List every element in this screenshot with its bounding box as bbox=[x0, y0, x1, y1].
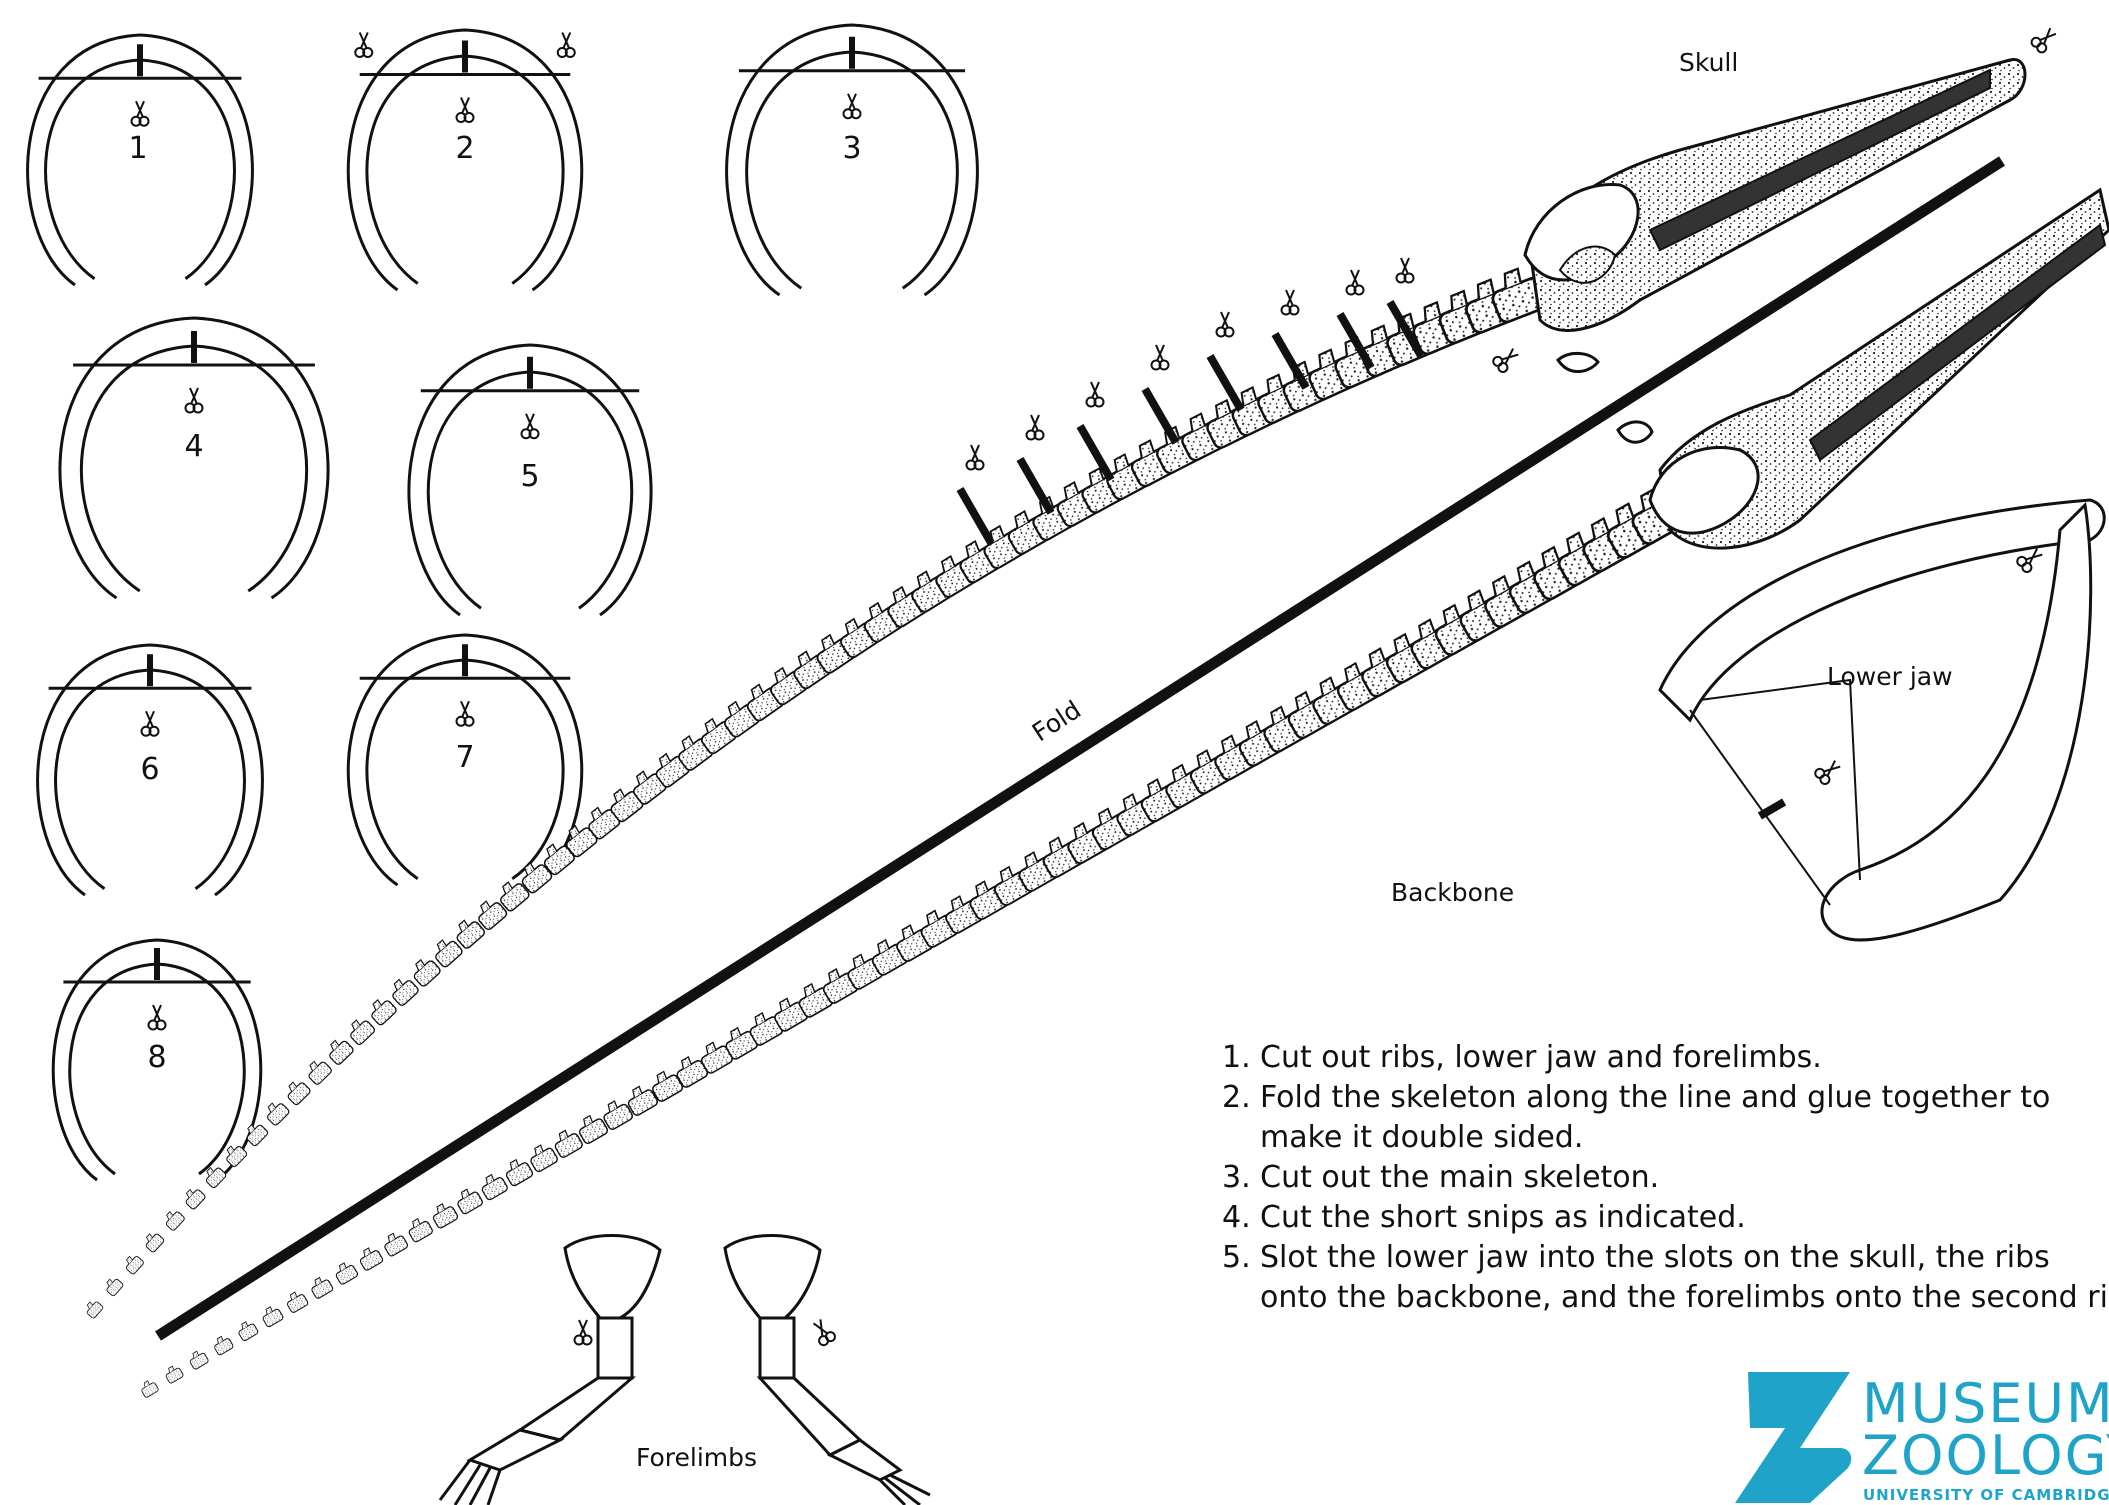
vertebra bbox=[142, 1230, 165, 1253]
label-skull: Skull bbox=[1679, 48, 1738, 77]
instruction-number: 5. bbox=[1222, 1238, 1251, 1278]
rib-number-5: 5 bbox=[520, 459, 539, 494]
vertebra bbox=[262, 1098, 290, 1126]
instruction-item: 3. Cut out the main skeleton. bbox=[1222, 1158, 2109, 1198]
instruction-number: 3. bbox=[1222, 1160, 1251, 1195]
vertebra bbox=[381, 1230, 409, 1257]
label-lower-jaw: Lower jaw bbox=[1827, 662, 1953, 691]
scissors-icon bbox=[142, 711, 159, 736]
instruction-item: 1. Cut out ribs, lower jaw and forelimbs. bbox=[1222, 1038, 2109, 1078]
vertebra bbox=[526, 1141, 559, 1173]
scissors-icon bbox=[186, 388, 203, 413]
scissors-icon bbox=[1087, 382, 1104, 407]
logo-line-3: UNIVERSITY OF CAMBRIDGE bbox=[1863, 1486, 2109, 1504]
snip-mark bbox=[1142, 387, 1180, 445]
vertebra bbox=[453, 1185, 483, 1214]
rib-number-6: 6 bbox=[140, 752, 159, 787]
instruction-item: 5. Slot the lower jaw into the slots on t… bbox=[1222, 1238, 2109, 1278]
instruction-item: 4. Cut the short snips as indicated. bbox=[1222, 1198, 2109, 1238]
instruction-number: 1. bbox=[1222, 1038, 1251, 1078]
museum-logo: MUSEUM OF ZOOLOGY UNIVERSITY OF CAMBRIDG… bbox=[1730, 1368, 2109, 1505]
instruction-text: Cut out ribs, lower jaw and forelimbs. bbox=[1260, 1040, 1822, 1075]
rib-number-1: 1 bbox=[128, 131, 147, 166]
vertebra bbox=[236, 1319, 259, 1342]
instruction-number: 4. bbox=[1222, 1198, 1251, 1238]
vertebra bbox=[324, 1035, 354, 1065]
vertebra bbox=[283, 1077, 312, 1105]
rib-number-2: 2 bbox=[455, 131, 474, 166]
vertebra bbox=[83, 1298, 104, 1319]
scissors-icon bbox=[844, 94, 861, 119]
instruction-text: make it double sided. bbox=[1260, 1120, 1583, 1155]
vertebra bbox=[332, 1260, 358, 1286]
vertebra bbox=[387, 974, 420, 1007]
scissors-icon bbox=[558, 33, 575, 58]
instruction-number: 2. bbox=[1222, 1078, 1251, 1118]
instruction-item: 2. Fold the skeleton along the line and g… bbox=[1222, 1078, 2109, 1118]
instructions-list: 1. Cut out ribs, lower jaw and forelimbs.… bbox=[1222, 1038, 2109, 1318]
vertebra bbox=[181, 1185, 206, 1210]
rib-number-8: 8 bbox=[147, 1040, 166, 1075]
vertebra bbox=[356, 1245, 383, 1272]
vertebra bbox=[304, 1057, 333, 1086]
rib-number-7: 7 bbox=[455, 740, 474, 775]
vertebra bbox=[366, 995, 398, 1026]
scissors-icon bbox=[457, 98, 474, 123]
vertebra bbox=[284, 1289, 309, 1313]
snip-mark bbox=[1017, 457, 1055, 515]
instruction-text: onto the backbone, and the forelimbs ont… bbox=[1260, 1280, 2109, 1315]
label-backbone: Backbone bbox=[1391, 878, 1514, 907]
scissors-icon bbox=[1397, 258, 1414, 283]
vertebra bbox=[345, 1015, 376, 1046]
scissors-icon bbox=[457, 701, 474, 726]
instruction-text: Fold the skeleton along the line and glu… bbox=[1260, 1080, 2050, 1115]
vertebra bbox=[405, 1215, 433, 1243]
vertebra bbox=[163, 1364, 184, 1384]
scissors-icon bbox=[1347, 270, 1364, 295]
lower-jaw-drawing bbox=[1660, 500, 2104, 940]
instruction-text: Slot the lower jaw into the slots on the… bbox=[1260, 1240, 2050, 1275]
vertebra bbox=[211, 1334, 234, 1356]
logo-line-2: ZOOLOGY bbox=[1862, 1424, 2109, 1487]
scissors-icon bbox=[355, 33, 372, 58]
label-forelimbs: Forelimbs bbox=[636, 1443, 757, 1472]
scissors-icon bbox=[1027, 415, 1044, 440]
z-logo-icon bbox=[1730, 1368, 1870, 1505]
scissors-icon bbox=[1152, 345, 1169, 370]
vertebra bbox=[429, 1200, 459, 1229]
ribs-group bbox=[28, 25, 978, 1180]
scissors-icon bbox=[967, 445, 984, 470]
vertebra bbox=[260, 1304, 284, 1328]
vertebra bbox=[502, 1156, 534, 1187]
backbone-snip-marks bbox=[957, 258, 1425, 545]
rib-number-4: 4 bbox=[184, 429, 203, 464]
scissors-icon bbox=[1282, 290, 1299, 315]
instruction-text: Cut the short snips as indicated. bbox=[1260, 1200, 1746, 1235]
scissors-icon bbox=[149, 1005, 166, 1030]
scissors-icon bbox=[522, 414, 539, 439]
vertebra bbox=[122, 1252, 144, 1275]
vertebra bbox=[478, 1171, 509, 1201]
vertebra bbox=[162, 1208, 186, 1232]
snip-mark bbox=[957, 487, 995, 545]
vertebra bbox=[308, 1274, 334, 1299]
vertebra bbox=[139, 1378, 159, 1398]
vertebra bbox=[187, 1348, 209, 1370]
forelimb-left-drawing bbox=[440, 1235, 660, 1505]
instruction-text: Cut out the main skeleton. bbox=[1260, 1160, 1659, 1195]
scissors-icon bbox=[1217, 312, 1234, 337]
vertebra bbox=[103, 1275, 124, 1296]
instruction-item: make it double sided. bbox=[1222, 1118, 2109, 1158]
instruction-item: onto the backbone, and the forelimbs ont… bbox=[1222, 1278, 2109, 1318]
scissors-icon bbox=[132, 101, 149, 126]
rib-number-3: 3 bbox=[842, 131, 861, 166]
